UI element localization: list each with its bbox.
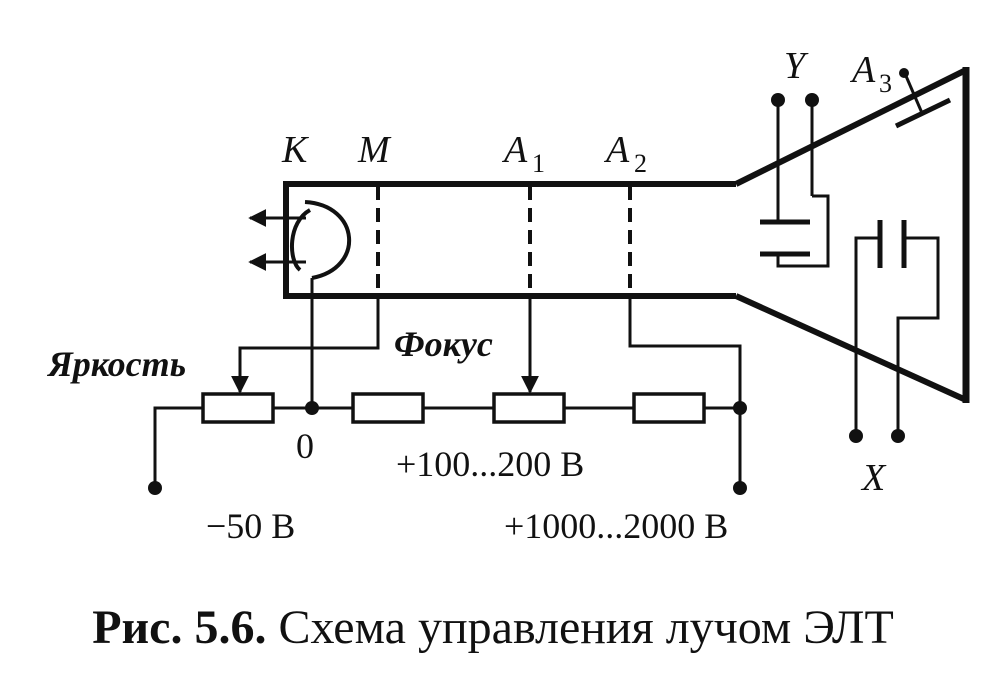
voltage-divider bbox=[148, 392, 747, 495]
label-anode-a3-sub: 3 bbox=[879, 69, 892, 98]
resistor-2 bbox=[351, 392, 425, 424]
label-anode-a2-sub: 2 bbox=[634, 149, 647, 178]
figure-caption-text: Схема управления лучом ЭЛТ bbox=[278, 601, 894, 654]
anode-a3 bbox=[894, 68, 952, 129]
label-plus-100-200v: +100...200 В bbox=[396, 444, 584, 484]
label-anode-a1-sub: 1 bbox=[532, 149, 545, 178]
x-deflection-plates bbox=[849, 220, 940, 443]
resistor-brightness bbox=[201, 392, 275, 424]
label-modulator-m: M bbox=[357, 129, 392, 171]
label-minus-50v: −50 В bbox=[206, 506, 295, 546]
tube-cone bbox=[734, 67, 970, 403]
label-anode-a2: A bbox=[603, 129, 630, 171]
heater-arrows bbox=[248, 209, 306, 271]
label-brightness: Яркость bbox=[46, 344, 186, 384]
resistor-4 bbox=[632, 392, 706, 424]
y-deflection-plates bbox=[760, 93, 830, 268]
figure-number: Рис. 5.6. bbox=[92, 601, 267, 654]
connection-wires bbox=[231, 296, 742, 408]
cathode bbox=[289, 200, 351, 296]
label-anode-a3: A bbox=[849, 49, 876, 91]
tube-neck bbox=[283, 181, 736, 299]
label-cathode-k: K bbox=[281, 129, 309, 171]
resistor-focus bbox=[492, 392, 566, 424]
label-x-deflection: X bbox=[860, 457, 887, 499]
label-zero-volts: 0 bbox=[296, 426, 314, 466]
label-anode-a1: A bbox=[501, 129, 528, 171]
label-focus: Фокус bbox=[394, 324, 493, 364]
label-plus-1000-2000v: +1000...2000 В bbox=[504, 506, 728, 546]
label-y-deflection: Y bbox=[784, 45, 809, 87]
figure-caption: Рис. 5.6. Схема управления лучом ЭЛТ bbox=[0, 600, 986, 655]
